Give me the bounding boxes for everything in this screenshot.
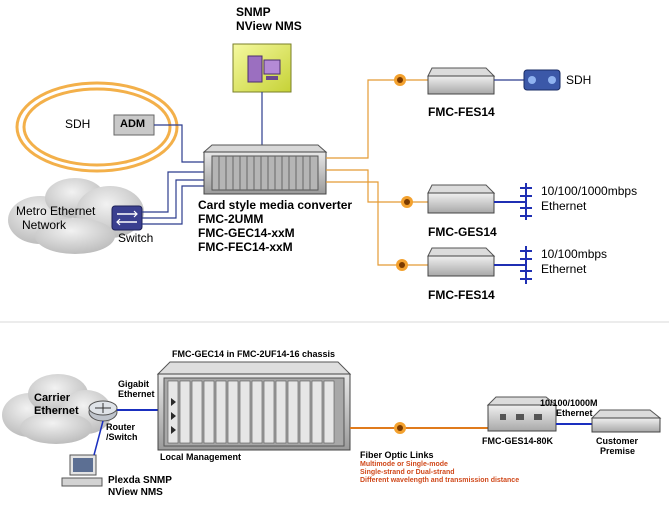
device-2-dest-line1: 10/100/1000mbps (541, 184, 638, 198)
device-2-dest-line2: Ethernet (541, 199, 587, 213)
fiber-line3: Different wavelength and transmission di… (360, 477, 520, 484)
switch-link-1 (142, 171, 206, 213)
fiber-line1: Multimode or Single-mode (360, 461, 448, 468)
sdh-ring-label: SDH (65, 117, 91, 131)
fiber-coil-icons (394, 74, 413, 271)
fiber-title: Fiber Optic Links (360, 450, 434, 460)
carrier-label-line1: Carrier (34, 392, 71, 404)
device-3-dest-line2: Ethernet (541, 262, 587, 276)
ethernet-bus-2 (494, 183, 532, 220)
converter-label-line2: FMC-2UMM (198, 212, 264, 226)
nms-icon (232, 43, 292, 93)
customer-label-line2: Premise (600, 446, 636, 456)
nms-label-line1: SNMP (236, 5, 271, 19)
adm-label: ADM (120, 118, 146, 130)
gigabit-label-line2: Ethernet (118, 389, 155, 399)
metro-label-line2: Network (22, 218, 67, 232)
carrier-cloud (2, 374, 112, 444)
remote-model-label: FMC-GES14-80K (482, 436, 554, 446)
router-label-line1: Router (106, 422, 135, 432)
converter-label-line1: Card style media converter (198, 198, 353, 212)
carrier-label-line2: Ethernet (34, 405, 79, 417)
device-1-model: FMC-FES14 (428, 105, 495, 119)
converter-chassis (202, 144, 328, 195)
device-ges14 (427, 184, 496, 214)
big-chassis (156, 361, 352, 451)
eth-label-line2: Ethernet (556, 408, 593, 418)
customer-label-line1: Customer (596, 436, 639, 446)
converter-label-line3: FMC-GEC14-xxM (198, 226, 295, 240)
switch-link-3 (142, 185, 206, 225)
device-3-dest-line1: 10/100mbps (541, 247, 608, 261)
device-2-model: FMC-GES14 (428, 225, 497, 239)
metro-label-line1: Metro Ethernet (16, 204, 96, 218)
pc-router-link (93, 420, 104, 456)
switch-link-2 (142, 179, 206, 219)
fiber-coil-icon-bottom (394, 422, 406, 434)
plexda-nms-line2: NView NMS (108, 487, 163, 498)
remote-device (486, 396, 558, 432)
device-fes14-bottom (427, 247, 496, 277)
bottom-diagram (2, 361, 662, 487)
pc-icon (61, 454, 103, 487)
customer-switch-icon (590, 409, 662, 433)
switch-icon (111, 205, 143, 231)
nms-label-line2: NView NMS (236, 19, 302, 33)
switch-label: Switch (118, 231, 154, 245)
device-1-dest: SDH (566, 73, 592, 87)
adm-link (154, 124, 206, 163)
router-icon (88, 400, 118, 422)
metro-cloud (8, 178, 144, 254)
device-fes14-top (427, 67, 496, 95)
fiber-links (326, 79, 428, 266)
eth-label-line1: 10/100/1000M (540, 398, 598, 408)
converter-label-line4: FMC-FEC14-xxM (198, 240, 293, 254)
fiber-line2: Single-strand or Dual-strand (360, 469, 455, 476)
sdh-ring (15, 81, 179, 173)
local-mgmt-label: Local Management (160, 452, 242, 462)
chassis-title: FMC-GEC14 in FMC-2UF14-16 chassis (172, 349, 336, 359)
plexda-nms-line1: Plexda SNMP (108, 475, 172, 486)
gigabit-label-line1: Gigabit (118, 379, 149, 389)
ethernet-bus-3 (494, 246, 532, 284)
router-label-line2: /Switch (106, 432, 138, 442)
device-3-model: FMC-FES14 (428, 288, 495, 302)
sdh-device-icon (523, 69, 561, 91)
top-diagram (8, 43, 561, 284)
